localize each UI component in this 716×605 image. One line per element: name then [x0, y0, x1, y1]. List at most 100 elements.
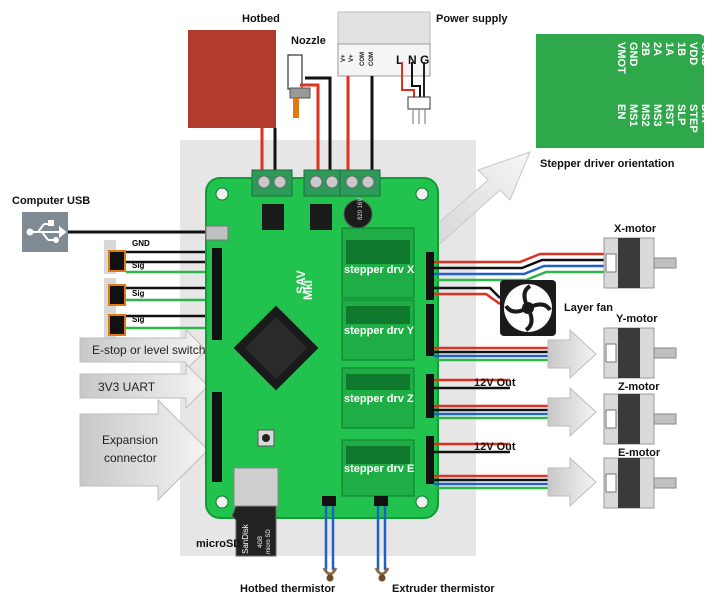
x-motor-label: X-motor [614, 223, 657, 235]
svg-text:stepper drv E: stepper drv E [344, 463, 414, 475]
svg-text:micro SD: micro SD [266, 529, 272, 554]
stepper-pinout-left-col: DIR STEP SLP RST MS3 MS2 MS1 EN [615, 104, 711, 133]
estop-label: E-stop or level switch [92, 343, 205, 357]
endstop-connector-1 [104, 240, 126, 274]
thermistor-connector-2 [374, 496, 388, 506]
svg-text:SAV: SAV [294, 270, 308, 294]
terminal-hotbed [251, 169, 293, 197]
expansion-label-2: connector [104, 451, 157, 465]
mcu-chip [233, 305, 319, 391]
svg-text:SanDisk: SanDisk [241, 523, 250, 554]
svg-text:G: G [420, 53, 429, 67]
svg-text:STEP: STEP [687, 104, 699, 133]
e-motor-label: E-motor [618, 447, 661, 459]
svg-text:820 16V: 820 16V [358, 198, 364, 220]
hotbed-heater [188, 30, 276, 128]
board-logo: SAV MkI [294, 270, 315, 300]
z-motor-arrow [547, 386, 597, 438]
svg-text:VDD: VDD [687, 42, 699, 65]
svg-text:GND: GND [699, 42, 711, 67]
svg-text:MS3: MS3 [651, 104, 663, 127]
left-header [212, 248, 222, 482]
svg-text:4GB: 4GB [258, 536, 264, 548]
microsd-label: microSD [196, 538, 241, 550]
sig-label-3: Sig [132, 315, 145, 324]
y-motor [603, 327, 677, 379]
psu-terminals: V+ V+ COM COM [341, 52, 375, 66]
stepper-driver-e: stepper drv E [341, 439, 415, 497]
stepper-driver-x: stepper drv X [341, 227, 415, 299]
microsd-card: SanDisk 4GB micro SD [231, 505, 277, 557]
svg-text:MS2: MS2 [639, 104, 651, 127]
endstop-connector-2 [104, 278, 126, 310]
x-motor-wires [434, 252, 604, 282]
y-motor-label: Y-motor [616, 313, 658, 325]
svg-text:stepper drv X: stepper drv X [344, 264, 415, 276]
z-motor-label: Z-motor [618, 381, 660, 393]
svg-text:GND: GND [627, 42, 639, 67]
svg-text:1B: 1B [675, 42, 687, 56]
svg-text:2A: 2A [651, 42, 663, 56]
computer-usb-label: Computer USB [12, 195, 90, 207]
extruder-thermistor-label: Extruder thermistor [392, 583, 495, 595]
layer-fan-label: Layer fan [564, 302, 613, 314]
nozzle-label: Nozzle [291, 35, 326, 47]
svg-text:DIR: DIR [699, 104, 711, 123]
svg-text:1A: 1A [663, 42, 675, 56]
svg-text:RST: RST [663, 104, 675, 126]
stepper-driver-z: stepper drv Z [341, 367, 415, 429]
hotbed-thermistor-wires [322, 506, 338, 582]
uart-label: 3V3 UART [98, 380, 156, 394]
terminal-power [339, 169, 381, 197]
svg-text:stepper drv Y: stepper drv Y [344, 325, 415, 337]
mosfet-1 [262, 204, 284, 230]
y-motor-wires [434, 346, 548, 362]
svg-text:N: N [408, 53, 417, 67]
z-motor-wires [434, 404, 548, 420]
thermistor-connector-1 [322, 496, 336, 506]
svg-text:COM: COM [369, 52, 375, 66]
right-header [426, 252, 434, 484]
power-supply-label: Power supply [436, 13, 508, 25]
stepper-pinout-right-col: GND VDD 1B 1A 2A 2B GND VMOT [615, 42, 711, 74]
svg-text:V+: V+ [349, 54, 355, 62]
svg-text:COM: COM [360, 52, 366, 66]
svg-text:2B: 2B [639, 42, 651, 56]
nozzle-block [287, 54, 303, 90]
svg-text:L: L [396, 53, 403, 67]
svg-text:MkI: MkI [301, 280, 315, 300]
sig-label-1: Sig [132, 261, 145, 270]
gnd-label: GND [132, 239, 150, 248]
endstop-connector-3 [104, 310, 126, 342]
expansion-label-1: Expansion [102, 433, 158, 447]
expansion-arrow [79, 398, 209, 502]
svg-text:VMOT: VMOT [615, 42, 627, 74]
svg-text:V+: V+ [341, 54, 347, 62]
e-motor-arrow [547, 456, 597, 508]
sig-label-2: Sig [132, 289, 145, 298]
stepper-driver-y: stepper drv Y [341, 299, 415, 361]
svg-text:stepper drv Z: stepper drv Z [344, 393, 414, 405]
terminal-nozzle [303, 169, 345, 197]
out-12v-label-1: 12V Out [474, 377, 516, 389]
y-motor-arrow [547, 328, 597, 380]
mosfet-2 [310, 204, 332, 230]
svg-text:EN: EN [615, 104, 627, 119]
stepper-pinout-card [536, 34, 704, 148]
usb-port [205, 225, 229, 241]
uart-arrow [79, 362, 209, 410]
hotbed-label: Hotbed [242, 13, 280, 25]
x-motor [603, 237, 677, 289]
extruder-thermistor-wires [374, 506, 390, 582]
e-motor-wires [434, 474, 548, 490]
svg-text:SLP: SLP [675, 104, 687, 125]
estop-arrow [79, 328, 207, 372]
hotbed-thermistor-label: Hotbed thermistor [240, 583, 336, 595]
z-motor [603, 393, 677, 445]
usb-icon [26, 220, 67, 243]
svg-text:MS1: MS1 [627, 104, 639, 127]
out-12v-label-2: 12V Out [474, 441, 516, 453]
stepper-orientation-label: Stepper driver orientation [540, 158, 675, 170]
e-motor [603, 457, 677, 509]
